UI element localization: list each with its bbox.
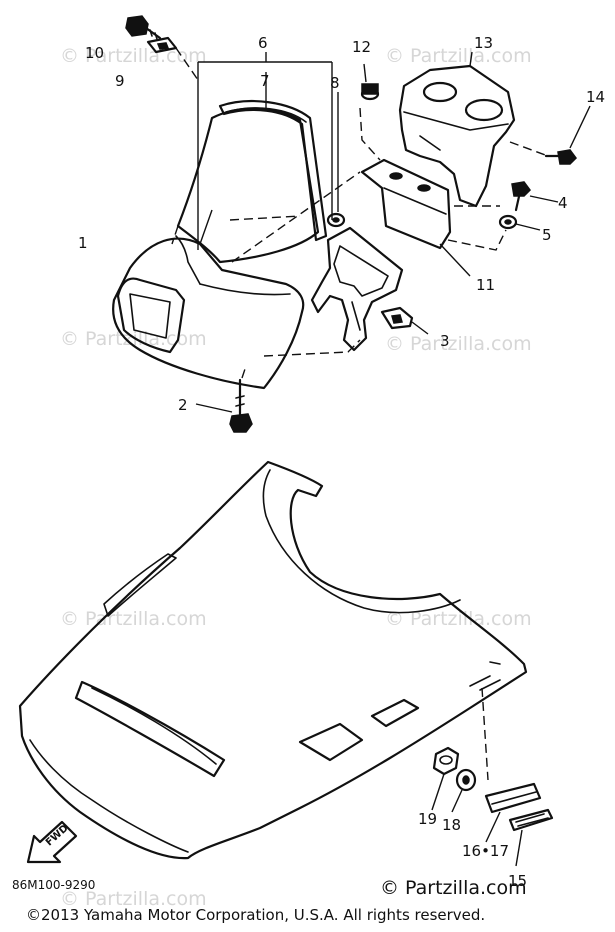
pad-part-15 [508, 808, 554, 832]
callout-13: 13 [474, 34, 493, 52]
callout-5: 5 [542, 226, 552, 244]
grommet-part-8 [326, 212, 346, 228]
watermark: © Partzilla.com [60, 888, 207, 910]
fwd-arrow-icon: FWD [26, 820, 78, 864]
callout-9: 9 [115, 72, 125, 90]
bolt-part-2 [229, 378, 253, 433]
bracket-stay [310, 226, 404, 352]
washer-part-18 [455, 768, 477, 792]
copyright-notice: ©2013 Yamaha Motor Corporation, U.S.A. A… [26, 906, 486, 924]
callout-4: 4 [558, 194, 568, 212]
callout-2: 2 [178, 396, 188, 414]
watermark: © Partzilla.com [385, 333, 532, 355]
callout-8: 8 [330, 74, 340, 92]
nut-part-19 [432, 746, 460, 776]
pad-part-16-17 [484, 782, 542, 814]
clip-part-3 [380, 306, 414, 330]
watermark: © Partzilla.com [385, 608, 532, 630]
callout-16-17: 16•17 [462, 842, 509, 860]
callout-11: 11 [476, 276, 495, 294]
watermark: © Partzilla.com [60, 328, 207, 350]
diagram-code: 86M100-9290 [12, 878, 95, 892]
callout-15: 15 [508, 872, 527, 890]
plate-part-11 [360, 158, 452, 250]
watermark-layer: © Partzilla.com © Partzilla.com © Partzi… [60, 45, 532, 910]
nut-part-5 [498, 214, 518, 230]
callout-1: 1 [78, 234, 88, 252]
windshield-part-6 [176, 100, 328, 264]
callout-12: 12 [352, 38, 371, 56]
callout-7: 7 [260, 72, 270, 90]
watermark: © Partzilla.com [60, 608, 207, 630]
headlight-cowl-part-1 [112, 235, 305, 390]
callout-10: 10 [85, 44, 104, 62]
callout-6: 6 [258, 34, 268, 52]
callout-19: 19 [418, 810, 437, 828]
watermark: © Partzilla.com [60, 45, 207, 67]
callout-labels: 10 9 6 7 8 12 13 14 4 5 1 11 3 2 19 18 1… [78, 34, 605, 890]
bolt-part-4 [511, 181, 531, 212]
partzilla-brand: © Partzilla.com [380, 877, 527, 899]
lower-fairing-panel [18, 460, 528, 860]
callout-18: 18 [442, 816, 461, 834]
screw-part-14 [544, 149, 577, 165]
bolt-part-10 [125, 15, 162, 40]
watermark: © Partzilla.com [385, 45, 532, 67]
upper-cover-part-13 [398, 64, 516, 208]
callout-14: 14 [586, 88, 605, 106]
callout-3: 3 [440, 332, 450, 350]
screw-part-12 [360, 83, 380, 101]
